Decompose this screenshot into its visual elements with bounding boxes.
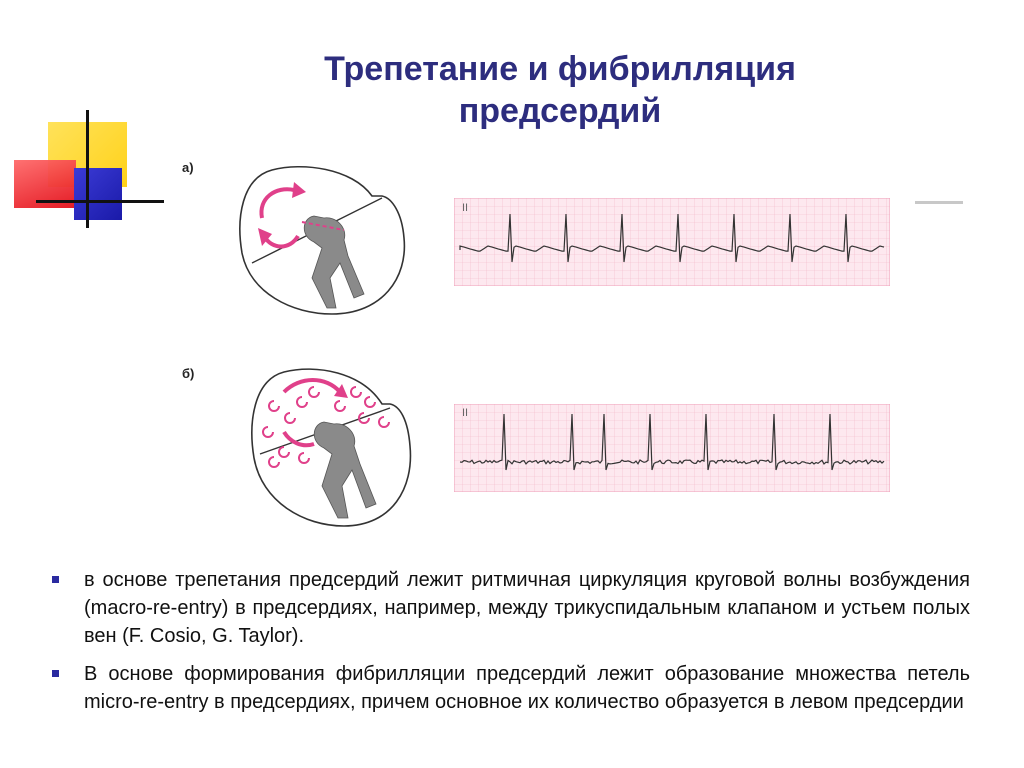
micro-reentry-loop: [298, 452, 310, 464]
bullet-text-flutter: в основе трепетания предсердий лежит рит…: [84, 569, 970, 647]
micro-reentry-loop: [278, 446, 290, 458]
micro-reentry-loop: [350, 386, 362, 398]
micro-reentry-loop: [284, 412, 296, 424]
decor-blue-square: [74, 168, 122, 220]
micro-reentry-loop: [334, 400, 346, 412]
bullet-item-flutter: в основе трепетания предсердий лежит рит…: [52, 566, 970, 650]
fibrillation-heart-diagram: [251, 368, 412, 527]
micro-reentry-loop: [268, 456, 280, 468]
title-line-1: Трепетание и фибрилляция: [324, 50, 796, 88]
panel-b-lead-label: II: [462, 407, 469, 419]
panel-a-lead-label: II: [462, 202, 469, 214]
bullet-item-fibrillation: В основе формирования фибрилляции предсе…: [52, 660, 970, 716]
ecg-strip-flutter: [454, 198, 890, 286]
micro-reentry-loop: [262, 426, 274, 438]
bullet-list: в основе трепетания предсердий лежит рит…: [52, 566, 970, 726]
micro-reentry-loop: [358, 412, 370, 424]
micro-reentry-loop: [308, 386, 320, 398]
micro-reentry-loop: [296, 396, 308, 408]
slide-title: Трепетание и фибрилляция предсердий: [190, 48, 930, 132]
ecg-strip-fibrillation: [454, 404, 890, 492]
micro-reentry-loop: [378, 416, 390, 428]
panel-a-label: а): [182, 160, 194, 175]
decor-vertical-line: [86, 110, 89, 228]
bullet-marker: [52, 576, 59, 583]
decor-horizontal-line: [36, 200, 164, 203]
flutter-heart-diagram: [239, 165, 406, 315]
bullet-marker: [52, 670, 59, 677]
decor-grey-dash: [915, 201, 963, 204]
panel-b-label: б): [182, 366, 195, 381]
bullet-text-fibrillation: В основе формирования фибрилляции предсе…: [84, 663, 970, 713]
micro-reentry-loop: [268, 400, 280, 412]
micro-reentry-loop: [364, 396, 376, 408]
title-line-2: предсердий: [458, 92, 662, 130]
